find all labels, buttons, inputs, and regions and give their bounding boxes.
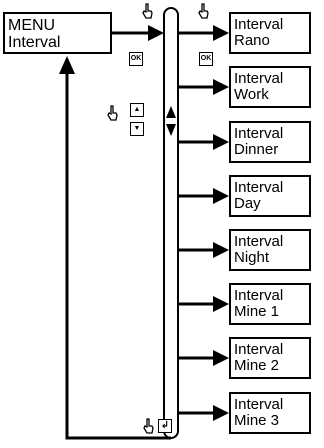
menu-subtitle: Interval — [8, 34, 61, 51]
menu-to-bar-arrowhead — [148, 25, 164, 41]
interval-item-label: Interval — [234, 233, 284, 250]
interval-item-box[interactable]: Interval Rano — [229, 12, 311, 54]
hand-pointer-icon — [107, 105, 118, 121]
return-loop-line — [65, 72, 171, 440]
interval-item-name: Day — [234, 195, 261, 212]
ok-key-icon[interactable]: OK — [199, 52, 213, 66]
interval-item-name: Mine 1 — [234, 303, 280, 320]
bar-to-item-arrowhead — [213, 25, 229, 41]
interval-item-name: Dinner — [234, 141, 279, 158]
return-loop-arrowhead — [59, 56, 75, 74]
item-arrows — [178, 25, 229, 421]
bar-to-item-arrowhead — [213, 296, 229, 312]
interval-item-label: Interval — [234, 125, 284, 142]
bar-to-item-arrowhead — [213, 350, 229, 366]
interval-item-label: Interval — [234, 70, 284, 87]
interval-item-box[interactable]: Interval Day — [229, 175, 311, 217]
interval-item-label: Interval — [234, 341, 284, 358]
interval-item-box[interactable]: Interval Mine 1 — [229, 283, 311, 325]
interval-item-name: Mine 3 — [234, 412, 280, 429]
hand-pointer-icon — [142, 3, 153, 19]
interval-item-label: Interval — [234, 179, 284, 196]
bar-up-arrow-icon — [166, 106, 176, 118]
bar-to-item-arrowhead — [213, 134, 229, 150]
interval-item-name: Night — [234, 249, 270, 266]
menu-title: MENU — [8, 17, 56, 34]
interval-item-box[interactable]: Interval Work — [229, 66, 311, 108]
back-key-icon[interactable]: ↲ — [158, 419, 172, 433]
interval-item-box[interactable]: Interval Dinner — [229, 121, 311, 163]
down-key-icon[interactable]: ▼ — [130, 122, 144, 136]
up-key-icon[interactable]: ▲ — [130, 103, 144, 117]
hand-pointer-icon — [143, 418, 154, 434]
bar-to-item-arrowhead — [213, 188, 229, 204]
selector-bar — [163, 7, 179, 439]
ok-key-icon[interactable]: OK — [129, 52, 143, 66]
interval-item-label: Interval — [234, 287, 284, 304]
interval-item-name: Rano — [234, 32, 270, 49]
interval-item-name: Work — [234, 86, 269, 103]
interval-item-label: Interval — [234, 16, 284, 33]
interval-item-box[interactable]: Interval Mine 2 — [229, 337, 311, 379]
menu-interval-box: MENU Interval — [3, 12, 112, 54]
bar-to-item-arrowhead — [213, 79, 229, 95]
interval-item-label: Interval — [234, 396, 284, 413]
bar-to-item-arrowhead — [213, 242, 229, 258]
bar-to-item-arrowhead — [213, 405, 229, 421]
bar-down-arrow-icon — [166, 124, 176, 136]
hand-pointer-icon — [198, 3, 209, 19]
interval-item-box[interactable]: Interval Mine 3 — [229, 392, 311, 434]
interval-item-box[interactable]: Interval Night — [229, 229, 311, 271]
interval-item-name: Mine 2 — [234, 357, 280, 374]
